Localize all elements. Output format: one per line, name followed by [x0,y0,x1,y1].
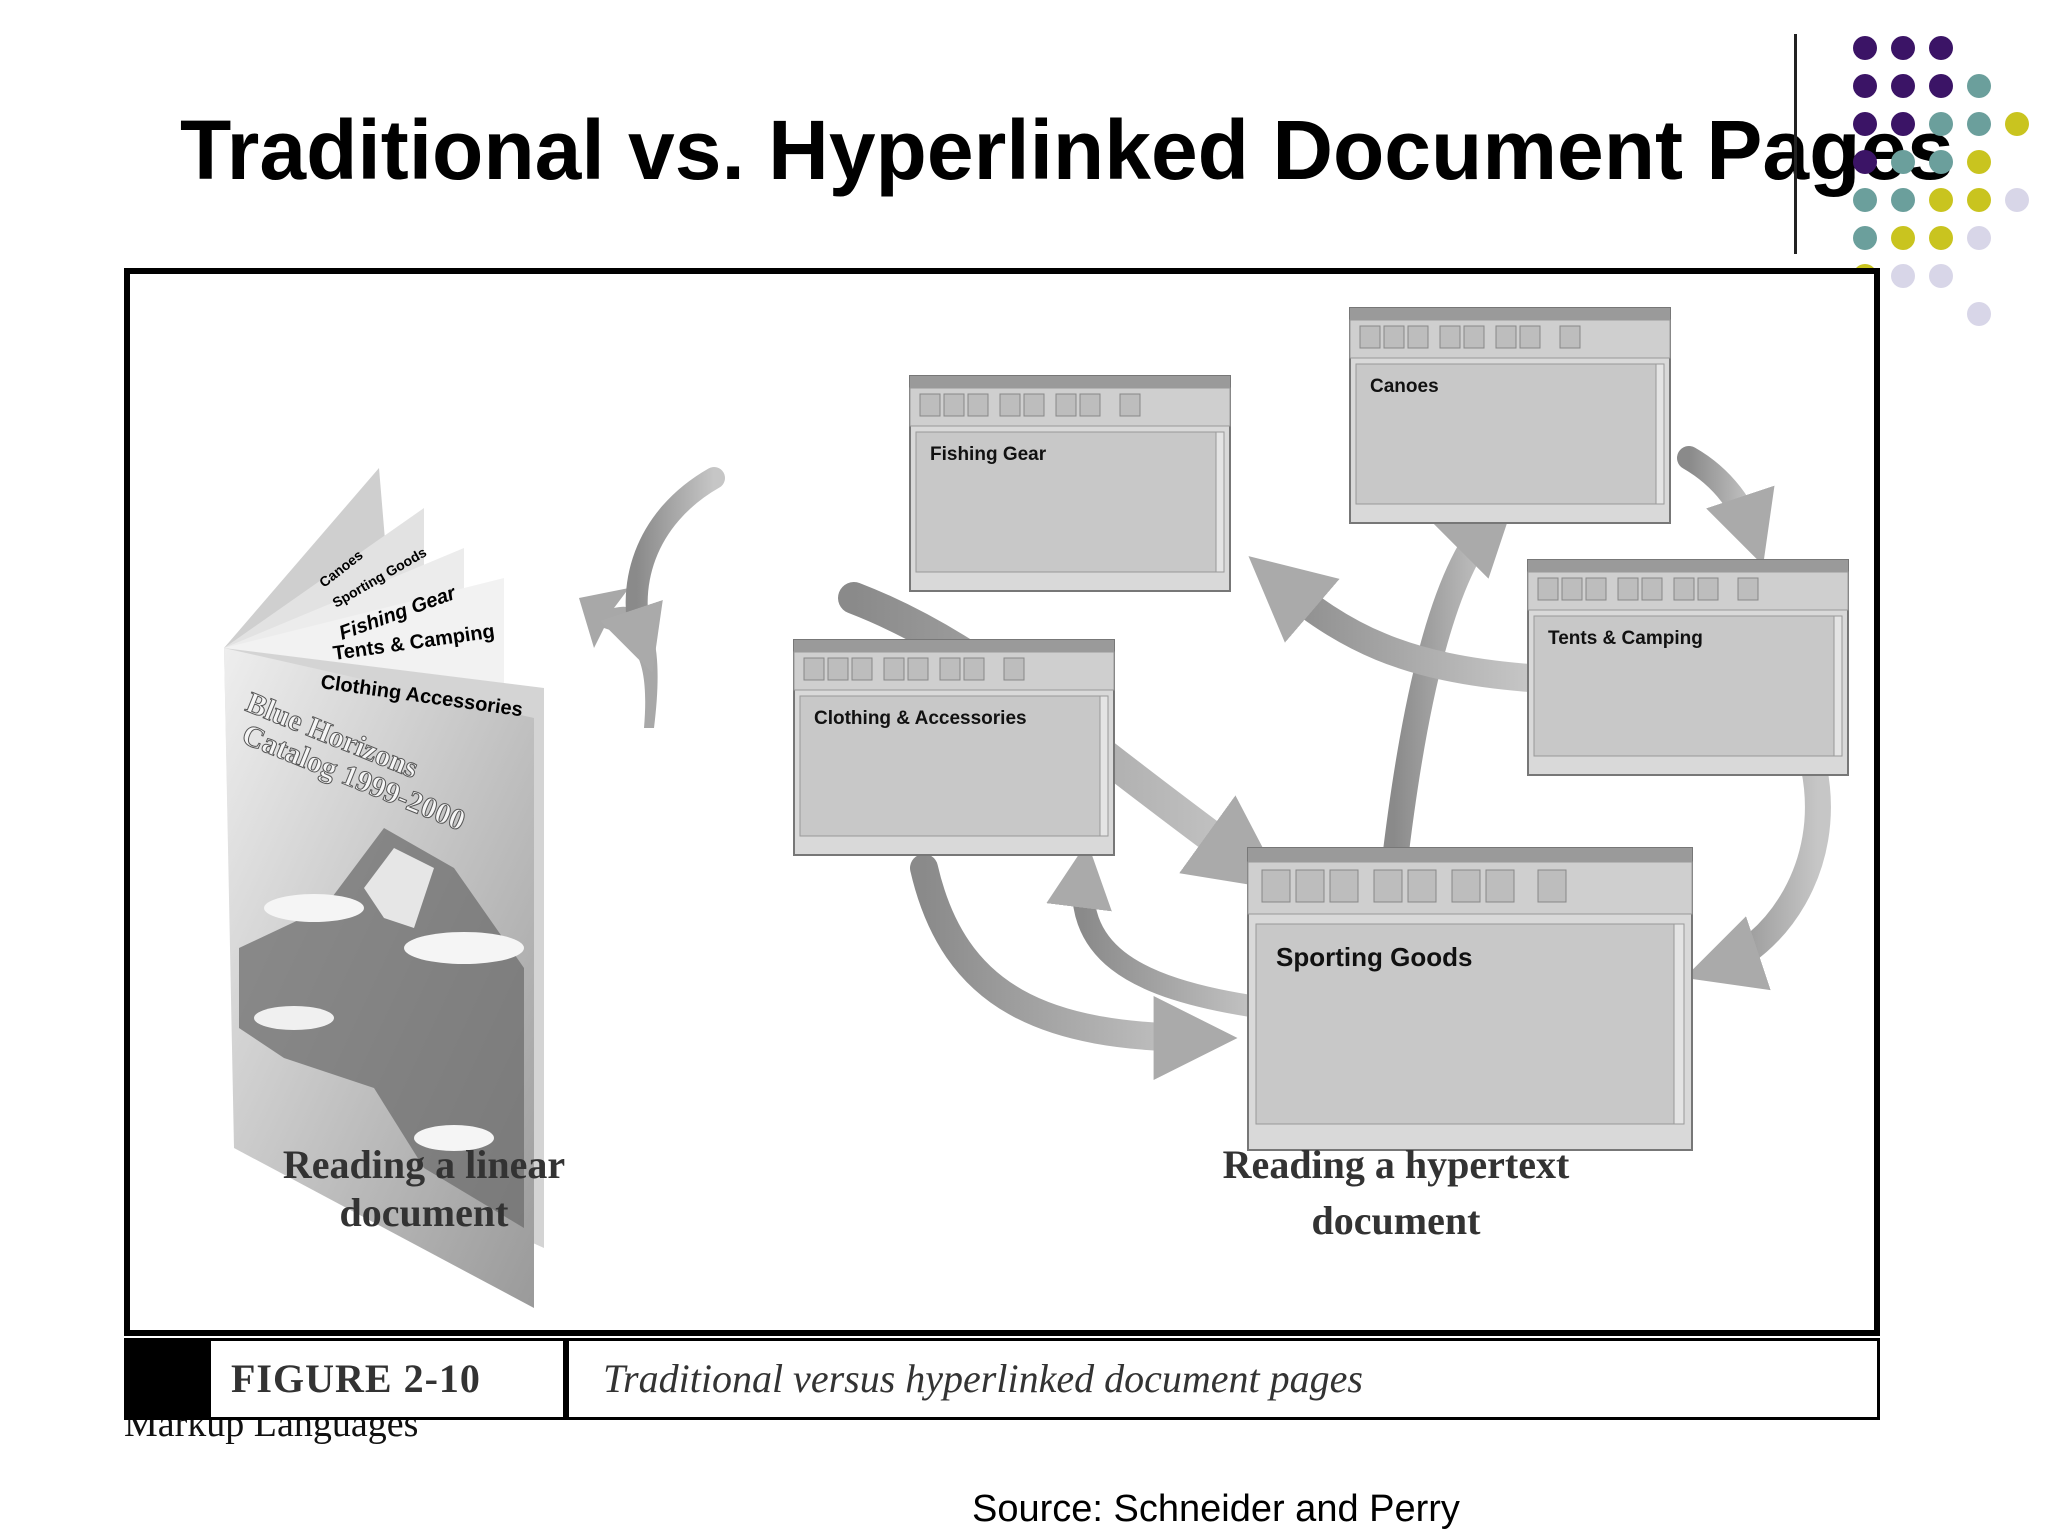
window-heading: Clothing & Accessories [814,708,1027,729]
decorative-dot [1853,36,1877,60]
window-scrollbar [1655,363,1665,505]
window-titlebar [794,640,1114,652]
decorative-dot [1929,226,1953,250]
window-sporting-goods: Sporting Goods [1247,847,1693,1151]
linear-document-label: document [340,1190,510,1235]
window-heading: Tents & Camping [1548,628,1703,649]
title-divider-line [1794,34,1797,254]
decorative-dot [1853,74,1877,98]
decorative-dot [1853,226,1877,250]
window-heading: Sporting Goods [1276,942,1472,972]
caption-black-block [127,1341,211,1417]
window-content [1255,923,1675,1125]
hypertext-document-label: Reading a hypertext [1223,1142,1570,1187]
catalog-cloud [404,932,524,964]
window-scrollbar [1215,431,1225,573]
footer-text-clip: Markup Languages [124,1420,464,1460]
link-arrow-clothing-to-sporting [910,854,1238,1080]
link-arrow-tents-to-sporting [1684,755,1831,991]
window-scrollbar [1099,695,1109,837]
catalog-cloud [414,1125,494,1151]
toolbar-buttons [919,393,1141,417]
window-scrollbar [1833,615,1843,757]
window-fishing-gear: Fishing Gear [909,375,1231,592]
decorative-dot [2005,188,2029,212]
link-arrow-fishing-to-clothing [600,467,725,674]
catalog-mountain-snow [364,848,434,928]
window-titlebar [1528,560,1848,572]
link-arrow-sporting-to-canoes [1381,495,1517,881]
window-titlebar [910,376,1230,388]
decorative-dot [1929,36,1953,60]
figure-caption-bar: FIGURE 2-10 Traditional versus hyperlink… [124,1338,1880,1420]
window-content [1355,363,1657,505]
window-canoes: Canoes [1349,307,1671,524]
link-arrow-tents-to-fishing [1248,556,1543,692]
toolbar-buttons [1261,869,1567,903]
decorative-dot [1967,188,1991,212]
decorative-dot [1891,264,1915,288]
linear-document-label: Reading a linear [283,1142,565,1187]
window-heading: Fishing Gear [930,444,1047,465]
decorative-dot [1891,226,1915,250]
window-tents-camping: Tents & Camping [1527,559,1849,776]
figure-diagram: Canoes Sporting Goods Fishing Gear Tents… [224,307,1849,1308]
window-titlebar [1248,848,1692,862]
figure-number: FIGURE 2-10 [231,1356,481,1401]
window-scrollbar [1673,923,1685,1125]
window-content [799,695,1101,837]
decorative-dot [1967,112,1991,136]
catalog-cloud [264,894,364,922]
link-arrow-sporting-to-clothing [1046,841,1275,1019]
slide-title: Traditional vs. Hyperlinked Document Pag… [180,103,1954,197]
footer-text: Markup Languages [124,1420,419,1445]
catalog-cloud [254,1006,334,1030]
window-content [915,431,1217,573]
catalog-page-fan [224,578,504,688]
decorative-dot [1967,226,1991,250]
figure-caption: Traditional versus hyperlinked document … [603,1356,1363,1401]
decorative-dot [1891,74,1915,98]
decorative-dot [1929,264,1953,288]
source-credit: Source: Schneider and Perry [972,1488,1460,1530]
toolbar-buttons [1359,325,1581,349]
window-content [1533,615,1835,757]
catalog-booklet: Canoes Sporting Goods Fishing Gear Tents… [224,468,658,1308]
decorative-dot [1967,302,1991,326]
decorative-dot [1891,36,1915,60]
toolbar-buttons [1537,577,1759,601]
decorative-dot [1967,74,1991,98]
window-titlebar [1350,308,1670,320]
toolbar-buttons [803,657,1025,681]
hypertext-document-label: document [1312,1198,1482,1243]
decorative-dot [1967,150,1991,174]
link-arrow-canoes-to-tents [1677,446,1775,566]
caption-divider [563,1341,569,1417]
decorative-dot [1929,74,1953,98]
window-heading: Canoes [1370,376,1439,397]
decorative-dot [2005,112,2029,136]
window-clothing-accessories: Clothing & Accessories [793,639,1115,856]
